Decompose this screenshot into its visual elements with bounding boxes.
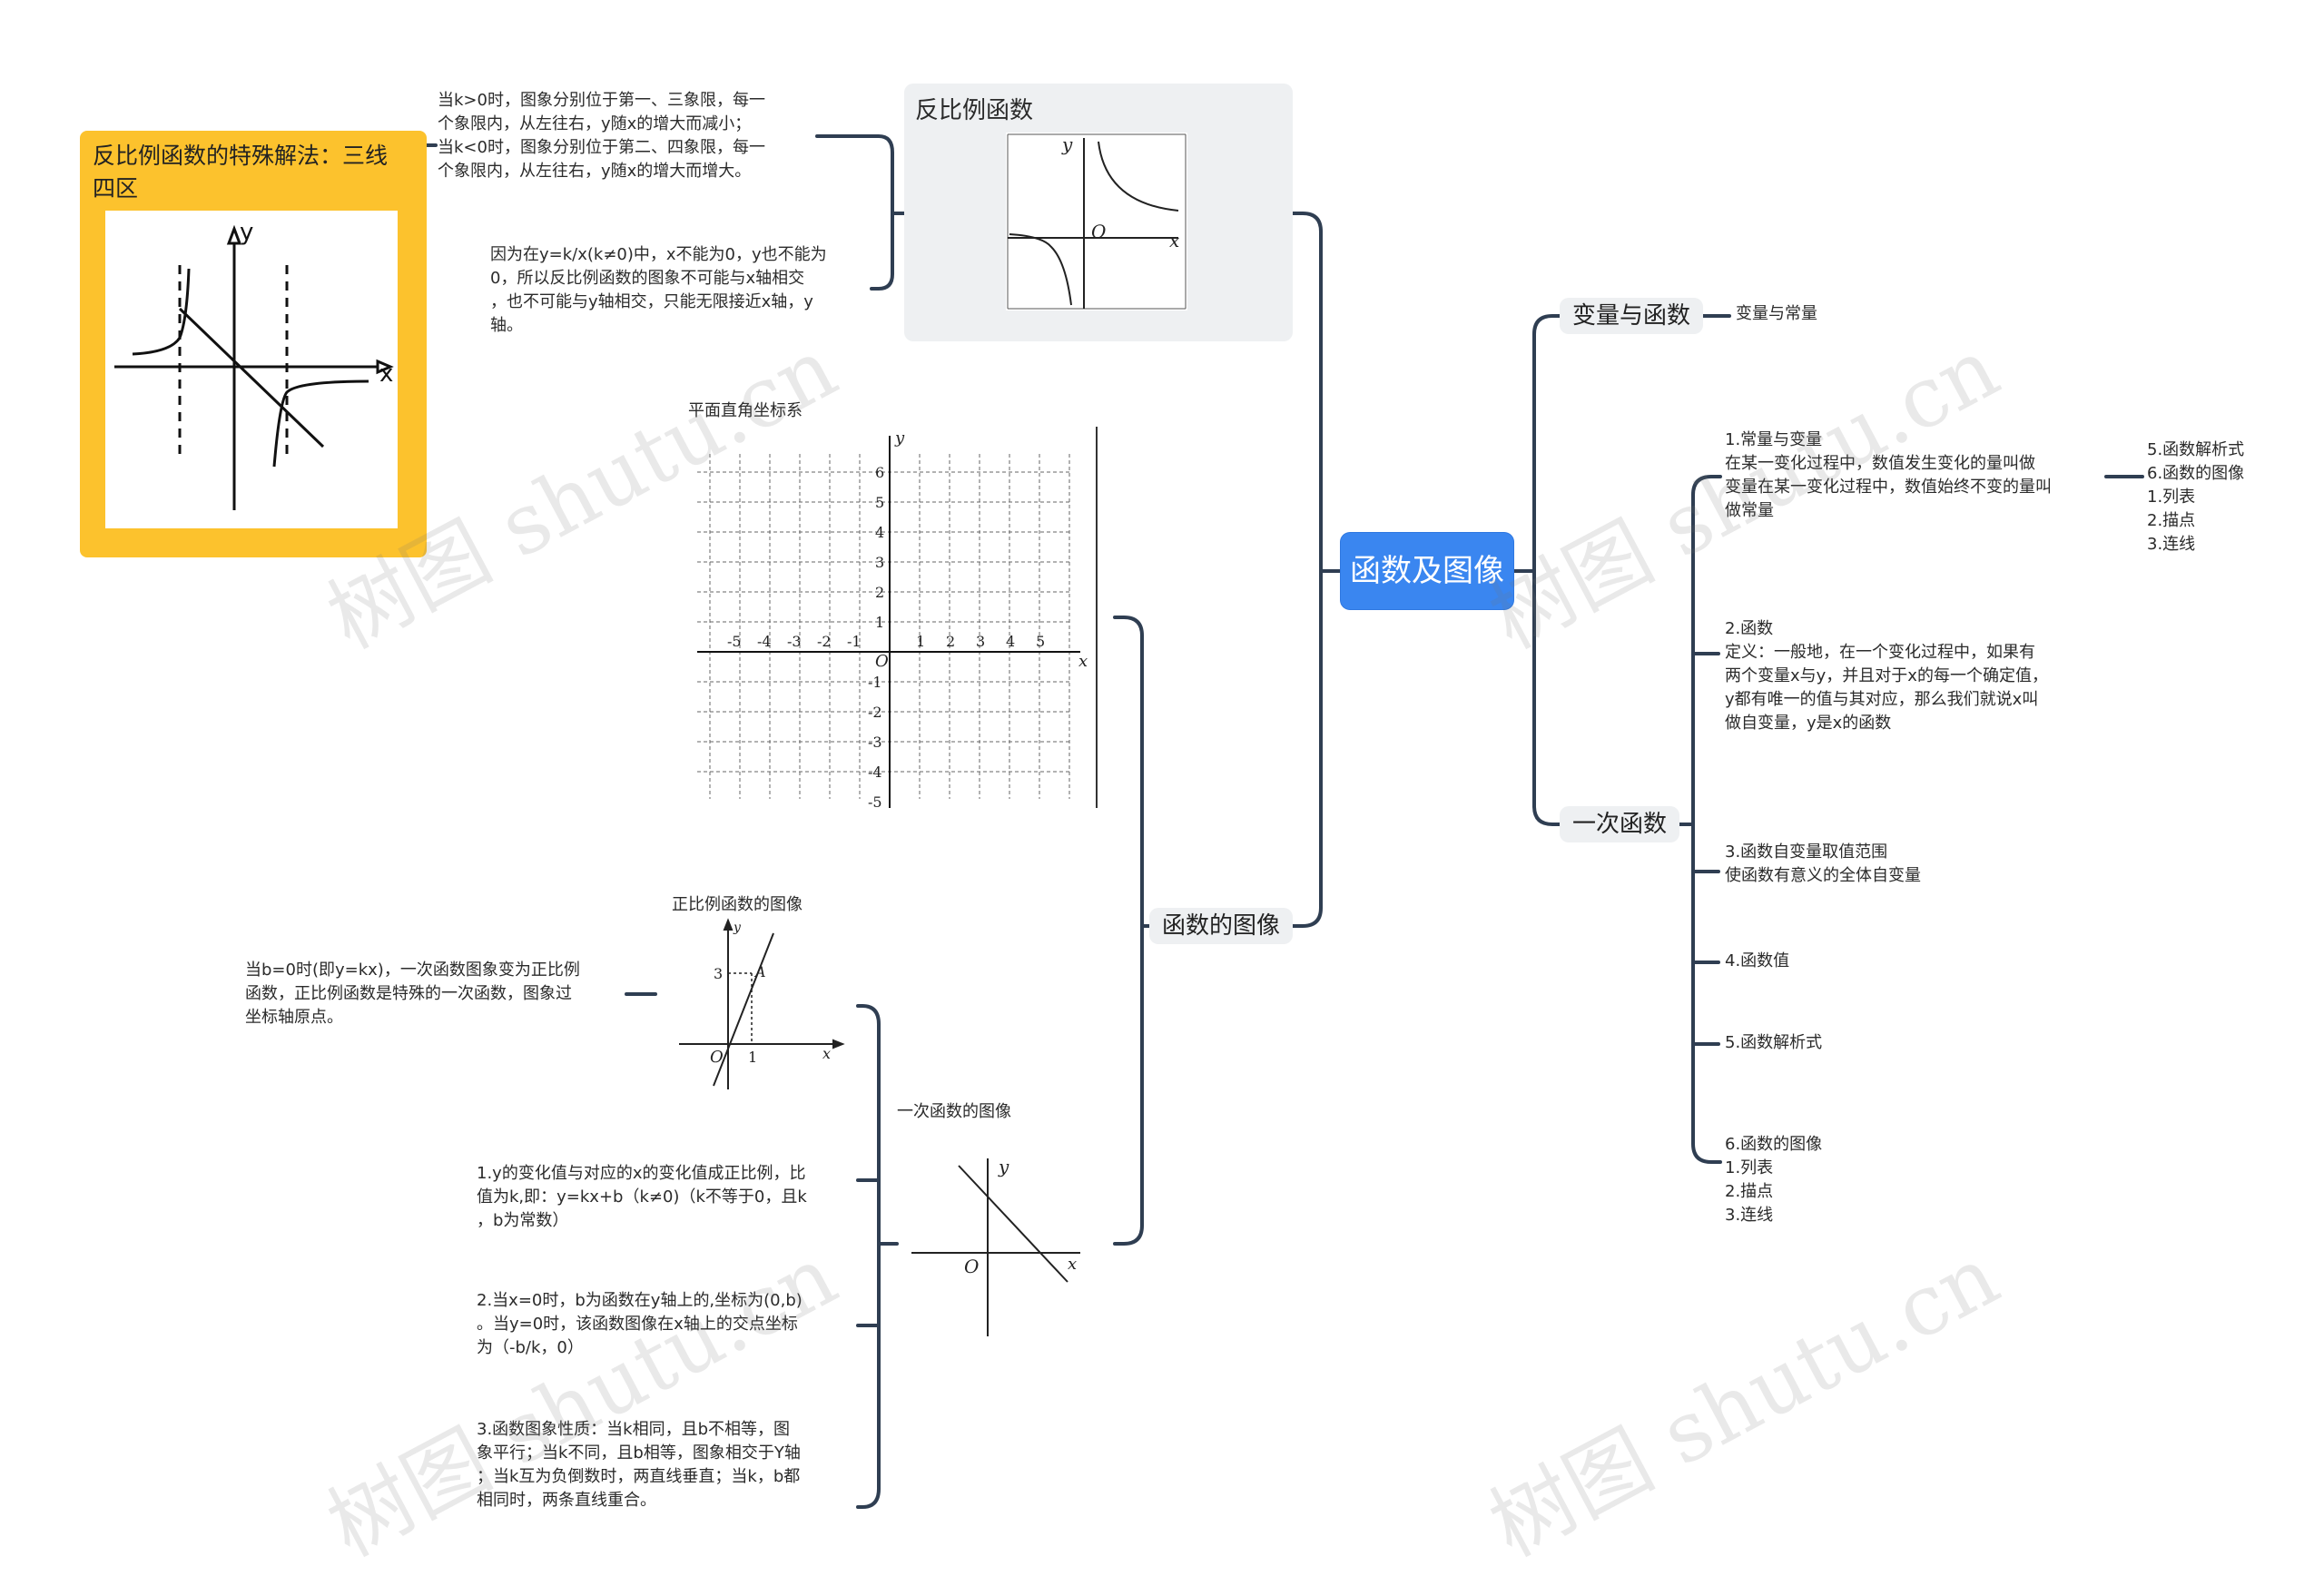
inverse-x-label: x [1169,230,1179,251]
prop-y-tick: 3 [714,965,723,982]
coord-x-tick: -2 [817,633,832,650]
coord-x-tick: 5 [1036,633,1045,650]
prop-point-label: A [753,963,766,980]
coord-x-tick: -5 [727,633,742,650]
coord-y-tick: 4 [875,524,884,541]
proportional-graph-figure: y 3 A O 1 x [674,917,846,1095]
prop-x-tick: 1 [748,1049,757,1066]
root-node[interactable]: 函数及图像 [1341,533,1513,609]
linear-item-4[interactable]: 4.函数值 [1725,951,1790,970]
coord-x-label: x [1078,652,1088,671]
coord-x-tick: 2 [946,633,955,650]
coord-x-tick: 1 [916,633,925,650]
linear-item-1[interactable]: 1.常量与变量 在某一变化过程中，数值发生变化的量叫做 变量在某一变化过程中，数… [1725,430,2052,520]
coord-y-tick: -3 [868,734,882,751]
coord-y-tick: 3 [875,554,884,571]
linear-graph-figure: y O x [908,1155,1089,1345]
coord-y-tick: -5 [868,793,882,808]
linear-y-label: y [998,1156,1009,1177]
inverse-function-title: 反比例函数 [915,97,1034,124]
special-solution-card[interactable]: 反比例函数的特殊解法：三线 四区 y x [80,131,427,557]
node-function-graphs[interactable]: 函数的图像 [1149,908,1294,944]
linear-note-1[interactable]: 1.y的变化值与对应的x的变化值成正比例，比 值为k,即：y=kx+b（k≠0)… [477,1164,807,1230]
coord-y-tick: 5 [875,494,884,511]
inverse-function-card[interactable]: 反比例函数 y O x [904,84,1293,341]
coord-y-label: y [894,429,905,448]
coord-x-tick: -4 [757,633,772,650]
linear-origin-label: O [964,1256,979,1277]
coord-y-tick: 6 [875,464,884,481]
coord-system-title[interactable]: 平面直角坐标系 [688,401,803,420]
coord-y-tick: -1 [868,674,882,691]
special-solution-title: 反比例函数的特殊解法：三线 四区 [93,143,389,202]
special-x-label: x [379,360,393,388]
prop-origin-label: O [710,1048,724,1067]
inverse-note-axes[interactable]: 因为在y=k/x(k≠0)中，x不能为0，y也不能为 0，所以反比例函数的图象不… [490,245,827,335]
node-variables-and-constants[interactable]: 变量与常量 [1736,304,1817,323]
linear-note-3[interactable]: 3.函数图象性质：当k相同，且b不相等，图 象平行；当k不同，且b相等，图象相交… [477,1420,801,1510]
linear-note-2[interactable]: 2.当x=0时，b为函数在y轴上的,坐标为(0,b) 。当y=0时，该函数图像在… [477,1291,803,1357]
inverse-origin-label: O [1091,221,1106,242]
coord-y-tick: -4 [868,764,882,781]
inverse-function-figure: y O x [1006,133,1187,310]
coord-x-tick: -1 [847,633,862,650]
linear-graph-title[interactable]: 一次函数的图像 [897,1102,1011,1121]
coord-x-tick: 4 [1006,633,1015,650]
coord-y-tick: 2 [875,584,884,601]
linear-item-2[interactable]: 2.函数 定义：一般地，在一个变化过程中，如果有 两个变量x与y，并且对于x的每… [1725,619,2048,733]
linear-x-label: x [1068,1255,1077,1274]
three-lines-four-zones-figure: y x [105,211,398,528]
coord-y-tick: 1 [875,614,884,631]
node-linear-function[interactable]: 一次函数 [1560,806,1680,842]
special-y-label: y [240,219,253,246]
proportional-graph-title[interactable]: 正比例函数的图像 [672,895,803,914]
coordinate-grid-figure: -5 -4 -3 -2 -1 1 2 3 4 5 6 5 4 3 2 1 -1 -2 -3 -4 -5 O x y [697,427,1102,811]
coord-x-tick: 3 [976,633,985,650]
prop-x-label: x [822,1045,831,1062]
inverse-note-k[interactable]: 当k>0时，图象分别位于第一、三象限，每一 个象限内，从左往右，y随x的增大而减… [438,91,765,181]
inverse-y-label: y [1061,133,1073,155]
linear-item-6[interactable]: 6.函数的图像 1.列表 2.描点 3.连线 [1725,1135,1823,1225]
coord-x-tick: -3 [787,633,802,650]
linear-item-3[interactable]: 3.函数自变量取值范围 使函数有意义的全体自变量 [1725,842,1921,885]
linear-item-5[interactable]: 5.函数解析式 [1725,1033,1823,1052]
coord-origin-label: O [875,652,889,671]
coord-y-tick: -2 [868,704,882,721]
prop-y-label: y [733,921,742,935]
node-variables-and-functions[interactable]: 变量与函数 [1560,298,1704,334]
proportional-note[interactable]: 当b=0时(即y=kx)，一次函数图象变为正比例 函数，正比例函数是特殊的一次函… [245,961,580,1027]
linear-item-1-side[interactable]: 5.函数解析式 6.函数的图像 1.列表 2.描点 3.连线 [2147,440,2245,554]
